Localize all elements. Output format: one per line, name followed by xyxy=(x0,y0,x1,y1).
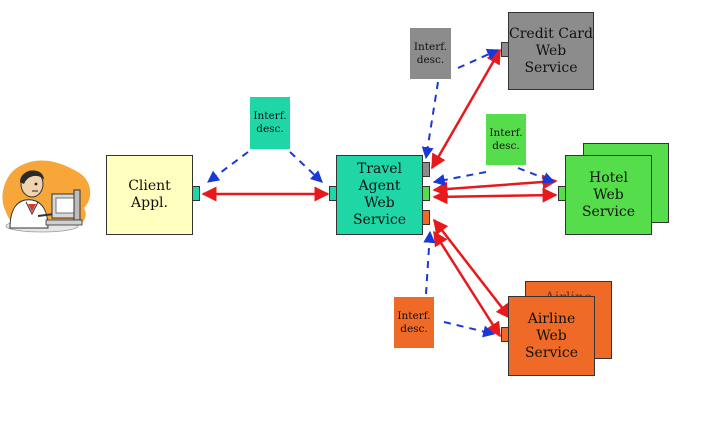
client-application-label: Client Appl. xyxy=(128,178,171,211)
hotel-desc-to-hotel-arrow xyxy=(517,167,556,184)
hotel-interface-label: Interf. desc. xyxy=(489,126,523,152)
travel-credit-arrow xyxy=(430,48,502,170)
airline-desc-to-airline-arrow xyxy=(443,321,496,338)
client-interface-label: Interf. desc. xyxy=(253,110,287,135)
credit-card-port xyxy=(501,42,509,57)
client-port xyxy=(192,186,200,201)
airline-desc-to-travel-arrow xyxy=(423,230,436,295)
travel-hotel-arrow-2 xyxy=(432,187,558,205)
client-desc-to-client-arrow xyxy=(207,151,249,183)
hotel-label: Hotel Web Service xyxy=(581,169,636,220)
client-application-node: Client Appl. xyxy=(106,155,193,235)
travel-agent-port-client xyxy=(329,186,337,201)
hotel-interface-description: Interf. desc. xyxy=(486,114,526,165)
credit-interface-description: Interf. desc. xyxy=(410,28,451,79)
credit-card-node: Credit Card Web Service xyxy=(508,12,594,90)
travel-airline-arrow-2 xyxy=(432,230,502,338)
credit-interface-label: Interf. desc. xyxy=(413,40,448,66)
user-at-computer-icon xyxy=(2,160,91,233)
travel-agent-label: Travel Agent Web Service xyxy=(352,161,407,228)
travel-agent-port-credit xyxy=(422,162,430,177)
client-interface-description: Interf. desc. xyxy=(250,97,290,149)
airline-node: Airline Web Service xyxy=(508,296,595,376)
airline-label: Airline Web Service xyxy=(524,310,579,361)
hotel-port xyxy=(558,186,566,201)
hotel-desc-to-travel-arrow xyxy=(432,171,487,186)
travel-agent-port-hotel xyxy=(422,186,430,201)
airline-interface-description: Interf. desc. xyxy=(394,297,434,348)
travel-agent-port-airline xyxy=(422,210,430,225)
hotel-node: Hotel Web Service xyxy=(565,155,652,235)
airline-interface-label: Interf. desc. xyxy=(397,309,431,335)
credit-card-label: Credit Card Web Service xyxy=(509,25,593,76)
travel-airline-arrow-1 xyxy=(433,218,511,320)
airline-port xyxy=(501,327,509,342)
client-desc-to-travel-arrow xyxy=(289,151,323,183)
travel-agent-node: Travel Agent Web Service xyxy=(336,155,423,235)
travel-hotel-arrow-1 xyxy=(432,174,558,197)
credit-desc-to-travel-arrow xyxy=(421,81,439,160)
